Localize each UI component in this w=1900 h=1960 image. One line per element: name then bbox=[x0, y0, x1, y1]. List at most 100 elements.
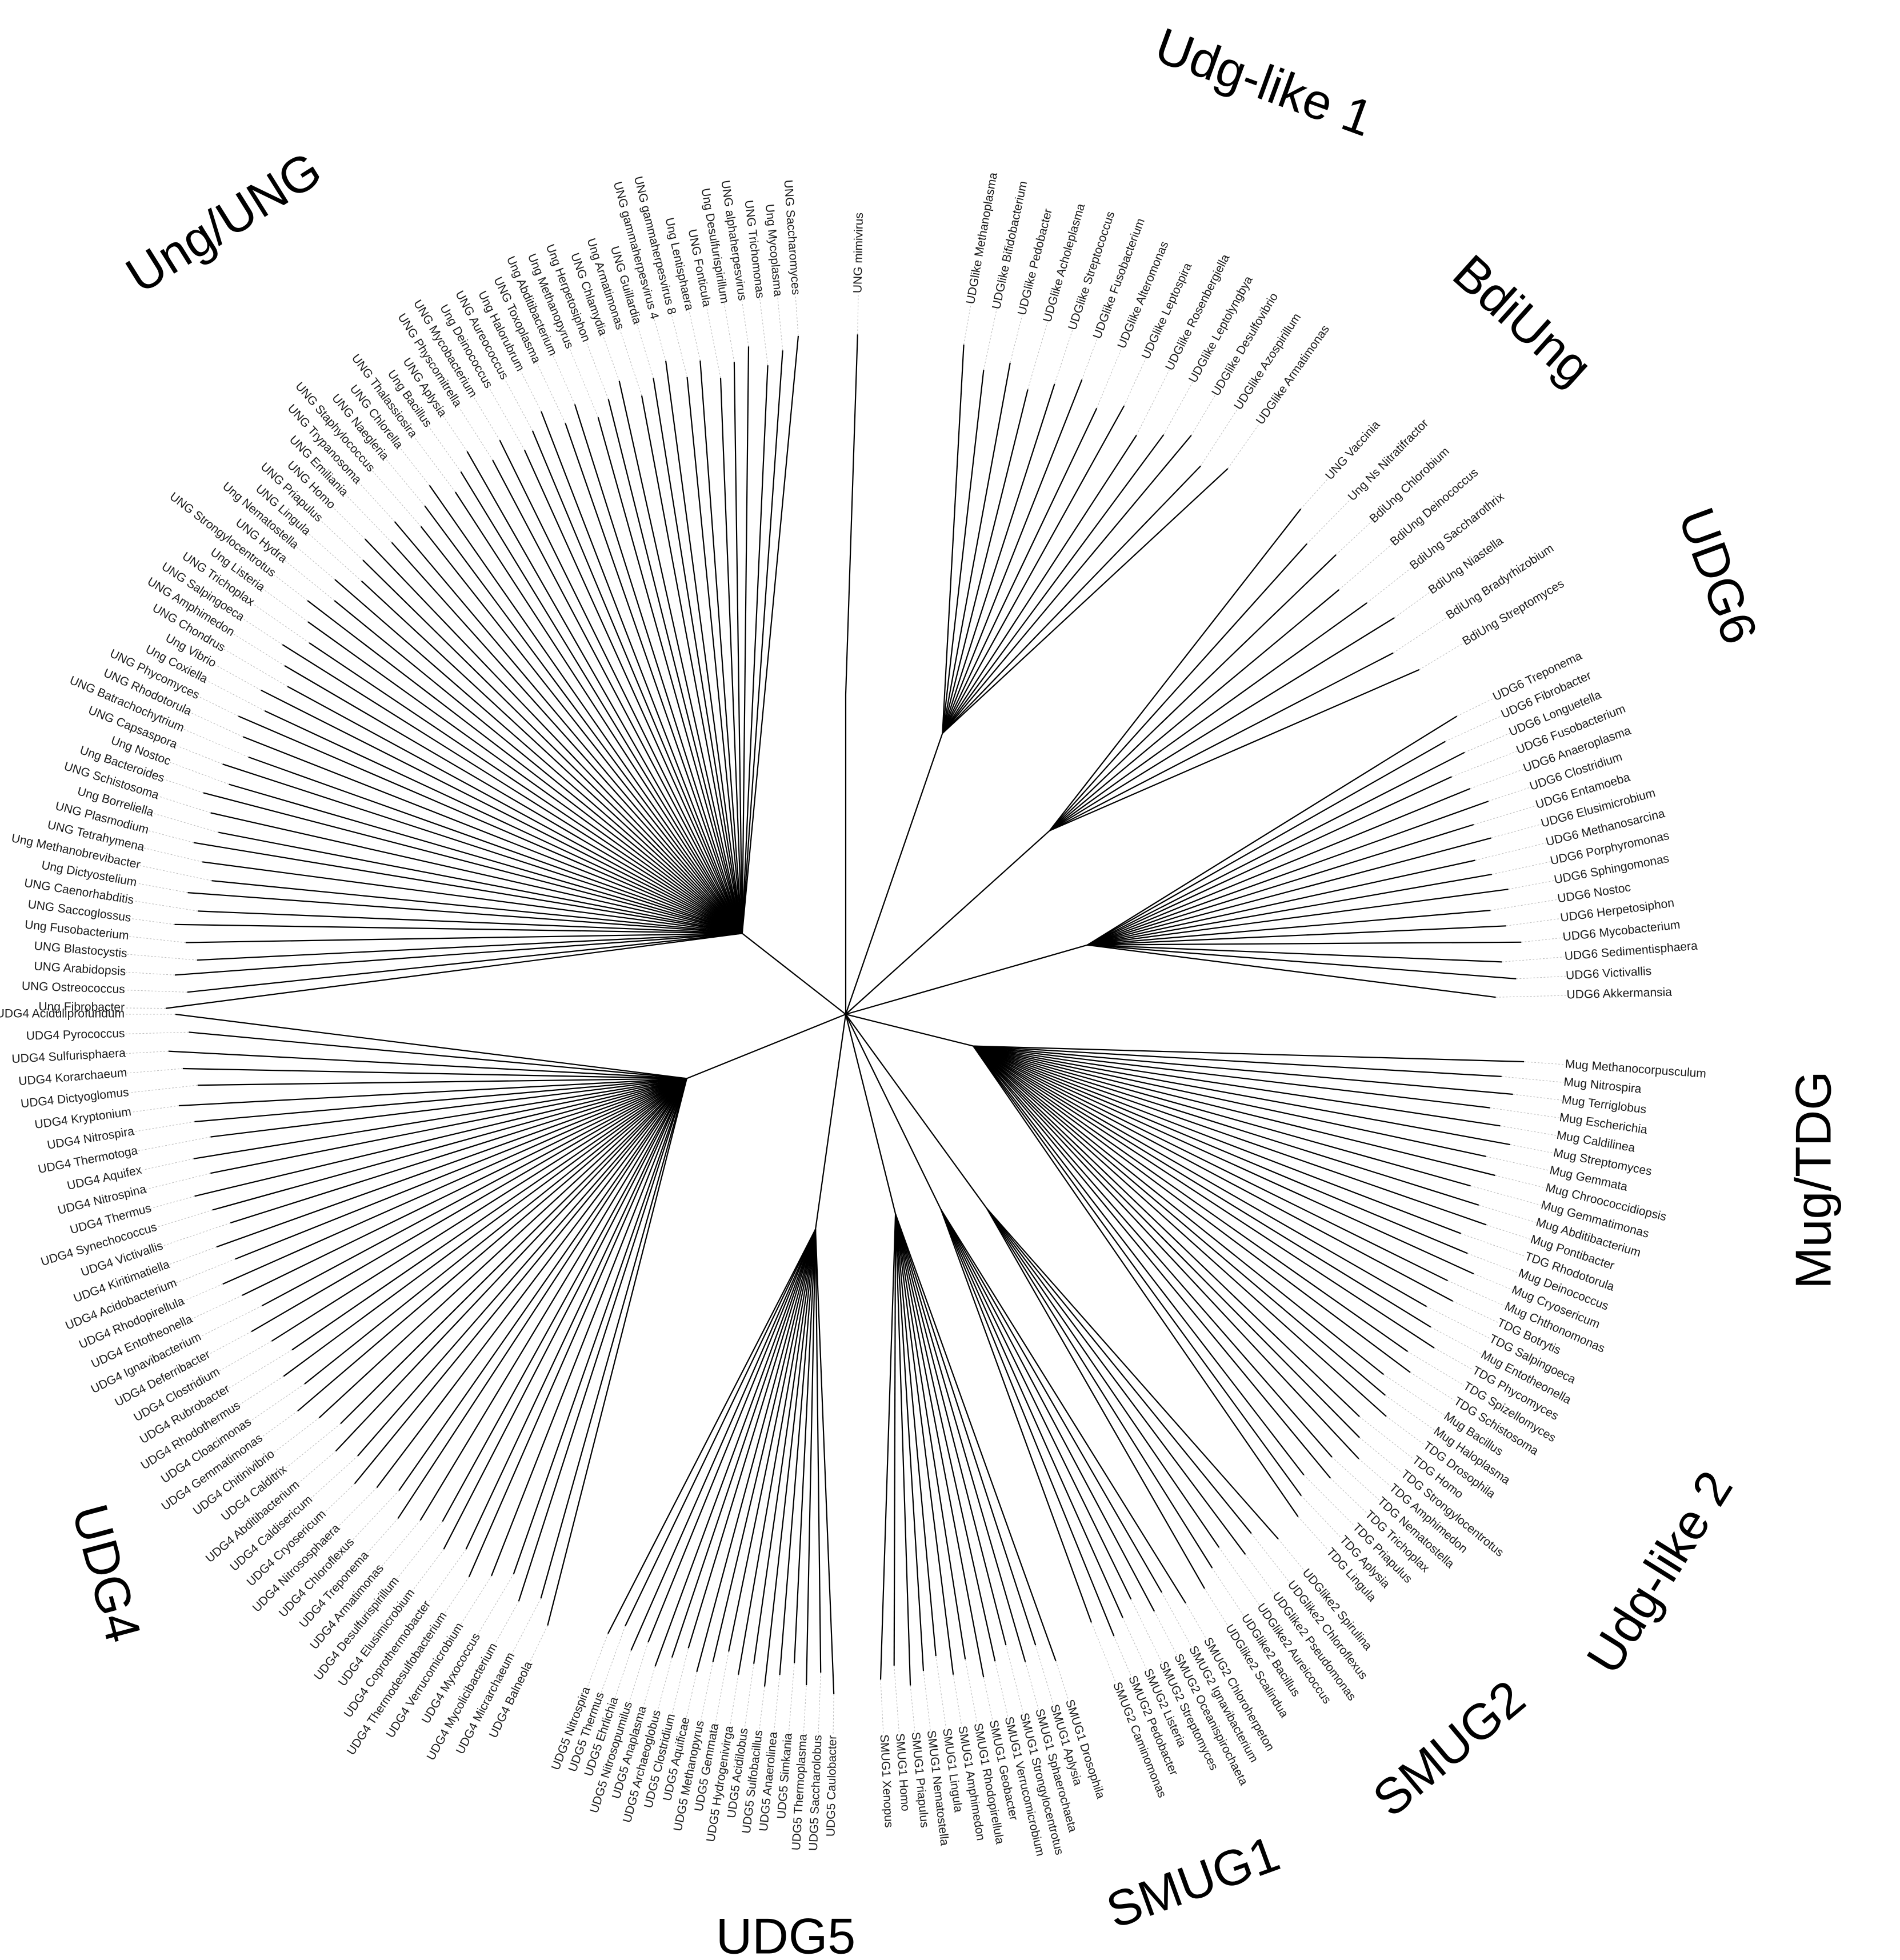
leaf-leader bbox=[671, 314, 688, 378]
leaf-leader bbox=[158, 795, 211, 813]
leaf-branch bbox=[198, 910, 742, 934]
leaf-leader bbox=[151, 1195, 195, 1209]
leaf-branch bbox=[1087, 751, 1465, 946]
leaf-branch bbox=[895, 1213, 1037, 1646]
clade-label-smug2: SMUG2 bbox=[1362, 1669, 1535, 1827]
leaf-leader bbox=[833, 1694, 834, 1735]
leaf-leader bbox=[1091, 1622, 1117, 1683]
leaf-branch bbox=[523, 450, 743, 934]
leaf-leader bbox=[643, 1666, 655, 1707]
leaf-label-bdiung-bradyrhizobium: BdiUng Bradyrhizobium bbox=[1443, 542, 1556, 622]
leaf-branch bbox=[1087, 941, 1522, 946]
leaf-branch bbox=[1087, 715, 1458, 946]
leaf-leader bbox=[602, 335, 620, 381]
leaf-leader bbox=[345, 494, 392, 543]
leaf-leader bbox=[477, 1574, 514, 1635]
leaf-leader bbox=[137, 1137, 211, 1151]
leaf-branch bbox=[229, 783, 743, 934]
leaf-branch bbox=[187, 892, 742, 934]
leaf-branch bbox=[318, 1078, 687, 1419]
leaf-leader bbox=[1457, 698, 1494, 717]
leaf-branch bbox=[719, 378, 743, 934]
leaf-leader bbox=[759, 1686, 765, 1730]
clade-stem-branch bbox=[845, 733, 943, 1015]
leaf-leader bbox=[553, 355, 575, 405]
leaf-leader bbox=[586, 341, 609, 399]
leaf-branch bbox=[942, 379, 1083, 734]
leaf-leader bbox=[1211, 1567, 1244, 1616]
leaf-leader bbox=[1035, 1645, 1054, 1705]
leaf-leader bbox=[285, 560, 335, 601]
leaf-branch bbox=[763, 1229, 817, 1687]
leaf-branch bbox=[187, 933, 742, 993]
leaf-branch bbox=[1087, 801, 1489, 946]
leaf-label-udg6-nostoc: UDG6 Nostoc bbox=[1557, 881, 1632, 905]
leaf-branch bbox=[815, 1229, 822, 1673]
leaf-leader bbox=[803, 1685, 807, 1734]
leaf-leader bbox=[1055, 1661, 1069, 1701]
leaf-branch bbox=[940, 1209, 1163, 1593]
leaf-branch bbox=[238, 715, 743, 934]
leaf-label-smug1-xenopus: SMUG1 Xenopus bbox=[877, 1734, 895, 1828]
leaf-branch bbox=[271, 1078, 687, 1342]
leaf-branch bbox=[940, 1209, 1115, 1637]
leaf-label-udg4-dictyoglomus: UDG4 Dictyoglomus bbox=[20, 1086, 130, 1111]
leaf-label-udg4-sulfurisphaera: UDG4 Sulfurisphaera bbox=[11, 1046, 126, 1066]
leaf-leader bbox=[1475, 842, 1546, 861]
leaf-branch bbox=[442, 1078, 687, 1522]
leaf-branch bbox=[942, 465, 1201, 734]
leaf-branch bbox=[242, 1078, 687, 1296]
leaf-leader bbox=[759, 298, 769, 366]
clade-label-udg4: UDG4 bbox=[62, 1498, 153, 1648]
leaf-leader bbox=[1200, 409, 1238, 466]
clade-stem-branch bbox=[686, 1013, 846, 1079]
leaf-branch bbox=[361, 580, 743, 934]
leaf-branch bbox=[518, 1078, 687, 1602]
leaf-leader bbox=[880, 1679, 884, 1735]
leaf-branch bbox=[468, 1078, 687, 1578]
clade-label-smug1: SMUG1 bbox=[1099, 1825, 1287, 1939]
leaf-branch bbox=[940, 1209, 1093, 1623]
leaf-leader bbox=[169, 1246, 217, 1265]
leaf-leader bbox=[1096, 347, 1122, 409]
leaf-branch bbox=[686, 377, 743, 934]
leaf-leader bbox=[129, 936, 186, 943]
leaf-leader bbox=[1191, 395, 1216, 436]
leaf-branch bbox=[653, 378, 743, 934]
leader-layer bbox=[124, 293, 1567, 1735]
leaf-branch bbox=[424, 505, 743, 934]
leaf-branch bbox=[973, 1045, 1513, 1095]
leaf-leader bbox=[657, 1657, 673, 1711]
leaf-branch bbox=[973, 1045, 1333, 1458]
leaf-leader bbox=[134, 1121, 195, 1132]
leaf-branch bbox=[671, 1229, 817, 1658]
leaf-leader bbox=[324, 1483, 355, 1513]
leaf-branch bbox=[454, 491, 743, 934]
leaf-branch bbox=[741, 335, 799, 934]
leaf-leader bbox=[923, 1670, 931, 1731]
leaf-leader bbox=[637, 323, 654, 378]
leaf-branch bbox=[973, 1045, 1471, 1187]
leaf-leader bbox=[1303, 1474, 1355, 1526]
leaf-leader bbox=[1218, 1547, 1260, 1606]
leaf-branch bbox=[194, 1078, 687, 1123]
leaf-branch bbox=[178, 1078, 687, 1107]
leaf-leader bbox=[1524, 1061, 1565, 1065]
leaf-leader bbox=[143, 847, 203, 862]
leaf-branch bbox=[465, 1078, 687, 1550]
leaf-branch bbox=[235, 1078, 687, 1260]
leaf-branch bbox=[973, 1045, 1359, 1459]
leaf-leader bbox=[511, 1598, 541, 1654]
leaf-leader bbox=[965, 1659, 978, 1724]
leaf-leader bbox=[162, 1222, 231, 1246]
leaf-branch bbox=[696, 1229, 817, 1673]
leaf-branch bbox=[986, 1208, 1246, 1555]
clade-stem-branch bbox=[845, 1014, 897, 1214]
leaf-branch bbox=[986, 1208, 1213, 1569]
leaf-branch bbox=[973, 1045, 1385, 1375]
leaf-leader bbox=[983, 1677, 993, 1721]
leaf-branch bbox=[973, 1045, 1305, 1475]
leaf-branch bbox=[1087, 859, 1475, 946]
